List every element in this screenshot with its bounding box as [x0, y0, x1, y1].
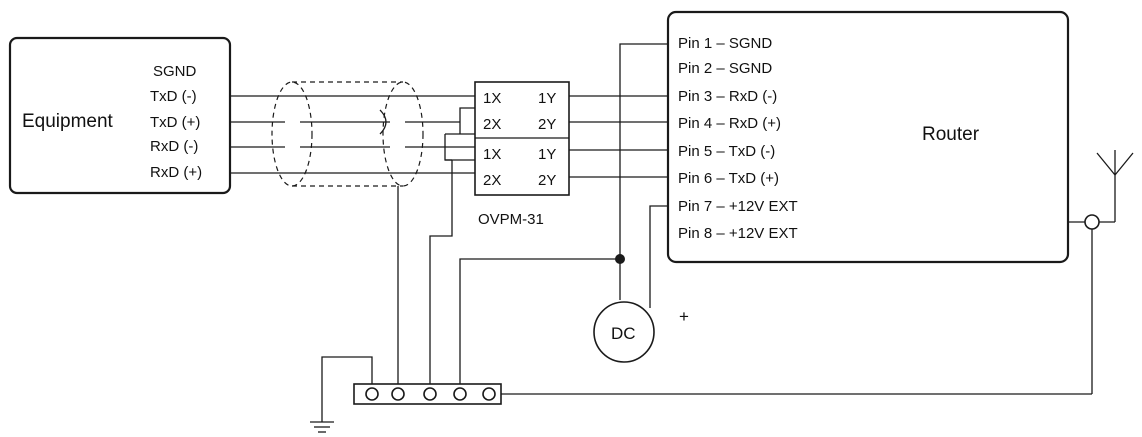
converter-block: 1X 1Y 2X 2Y 1X 1Y 2X 2Y OVPM-31: [474, 81, 570, 228]
terminal-3: [423, 387, 437, 401]
router-pin-2: Pin 2 – SGND: [678, 60, 772, 77]
terminal-2: [391, 387, 405, 401]
converter-label: OVPM-31: [478, 211, 544, 228]
equipment-pin-txd-minus: TxD (-): [150, 88, 197, 105]
equipment-pin-txd-plus: TxD (+): [150, 114, 200, 131]
equipment-box: [8, 36, 232, 195]
router-title: Router: [922, 124, 980, 145]
antenna-connector: [1084, 214, 1100, 230]
router-pin-3: Pin 3 – RxD (-): [678, 88, 777, 105]
cable-shield-ring-left: [271, 81, 313, 187]
terminal-strip: [353, 383, 1092, 405]
terminal-5: [482, 387, 496, 401]
equipment-title: Equipment: [22, 111, 114, 132]
terminal-4: [453, 387, 467, 401]
converter-row-4-left: 2X: [483, 172, 501, 189]
router-pin-8: Pin 8 – +12V EXT: [678, 225, 798, 242]
equipment-block: Equipment SGND TxD (-) TxD (+) RxD (-) R…: [8, 36, 232, 195]
terminal-1: [365, 387, 379, 401]
converter-row-2-left: 2X: [483, 116, 501, 133]
dc-source-polarity: +: [679, 307, 689, 326]
dc-source-circle: [593, 301, 655, 363]
cable-shield-ring-right: [382, 81, 424, 187]
converter-row-2-right: 2Y: [538, 116, 556, 133]
equipment-pin-sgnd: SGND: [153, 63, 197, 80]
converter-row-3-right: 1Y: [538, 146, 556, 163]
converter-row-1-left: 1X: [483, 90, 501, 107]
ground-wiring: [310, 159, 453, 433]
signal-cable: [230, 81, 475, 187]
router-box: [666, 10, 1070, 264]
converter-row-3-left: 1X: [483, 146, 501, 163]
converter-row-1-right: 1Y: [538, 90, 556, 107]
router-pin-6: Pin 6 – TxD (+): [678, 170, 779, 187]
router-pin-5: Pin 5 – TxD (-): [678, 143, 775, 160]
router-signal-wires: [569, 95, 668, 178]
antenna: [1068, 150, 1134, 394]
antenna-icon: [1096, 150, 1134, 176]
router-block: Router Pin 1 – SGND Pin 2 – SGND Pin 3 –…: [666, 10, 1070, 264]
power-wiring: [459, 43, 668, 386]
router-pin-1: Pin 1 – SGND: [678, 35, 772, 52]
dc-source-label: DC: [611, 324, 636, 343]
equipment-pin-rxd-minus: RxD (-): [150, 138, 198, 155]
router-pin-4: Pin 4 – RxD (+): [678, 115, 781, 132]
dc-source: DC +: [593, 301, 689, 363]
converter-row-4-right: 2Y: [538, 172, 556, 189]
router-pin-7: Pin 7 – +12V EXT: [678, 198, 798, 215]
equipment-pin-rxd-plus: RxD (+): [150, 164, 202, 181]
